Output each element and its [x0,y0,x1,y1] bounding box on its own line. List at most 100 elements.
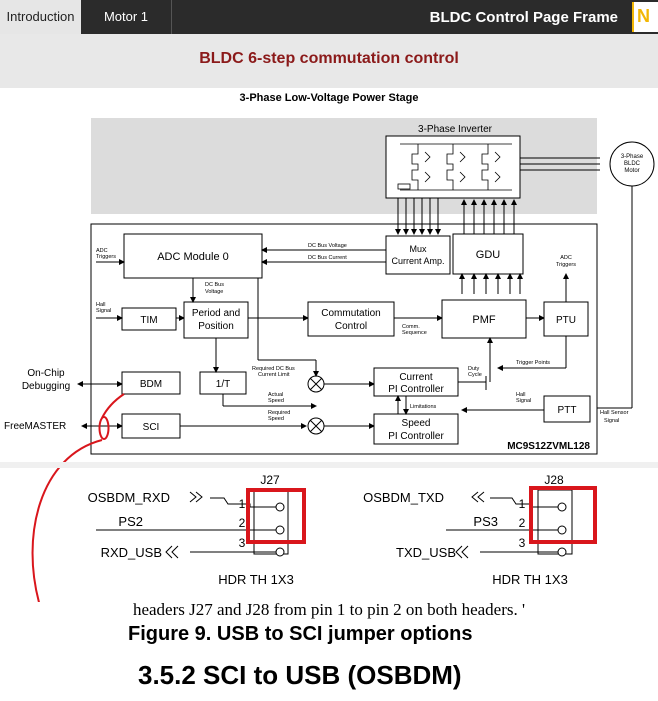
period-position-block [183,301,249,339]
page-header: BLDC 6-step commutation control [0,34,658,88]
adc-module-label: ADC Module 0 [157,251,229,263]
current-pi-label-2: PI Controller [388,384,444,395]
section-heading: 3.5.2 SCI to USB (OSBDM) [138,660,462,690]
required-speed-label-2: Speed [268,416,284,422]
j28-pin3-num: 3 [519,536,526,550]
j28-pin2-net: PS3 [473,514,498,529]
inverter-label: 3-Phase Inverter [418,124,493,135]
freemaster-highlight-ellipse [98,416,110,440]
j28-pin2-num: 2 [519,516,526,530]
req-dc-bus-current-limit-2: Current Limit [258,372,290,378]
duty-cycle-label-1: Duty [468,366,480,372]
j28-pin1-num: 1 [519,497,526,511]
j28-pin1-net: OSBDM_TXD [363,490,444,505]
speed-pi-block [373,413,459,445]
j28-body [537,489,573,555]
motor-label-1: 3-Phase [621,154,644,160]
j28-pin3-net: TXD_USB [396,545,456,560]
j28-header-type: HDR TH 1X3 [492,572,568,587]
adc-triggers-in-label-1: ADC [96,248,108,254]
motor-label-3: Motor [624,168,639,174]
j27-name: J27 [260,473,280,487]
j27-pin3-num: 3 [239,536,246,550]
current-pi-label-1: Current [399,372,433,383]
j27-body [253,489,289,555]
block-diagram: 3-Phase Inverter 3-Phase BLDC Motor MC9S… [4,118,655,602]
position-label: Position [198,321,234,332]
section-divider [0,462,658,468]
adc-triggers-in-label-2: Triggers [96,254,116,260]
dc-bus-current-label: DC Bus Current [308,255,347,261]
period-label: Period and [192,308,240,319]
j27-highlight-box [246,488,306,544]
on-chip-debugging-label-2: Debugging [22,381,70,392]
logo-letter: N [637,6,650,26]
speed-pi-label-1: Speed [402,418,431,429]
gdu-block [452,233,524,275]
ptt-label: PTT [558,405,577,416]
required-speed-label-1: Required [268,410,290,416]
j27-pin3-net: RXD_USB [101,545,162,560]
inverter-switches-icon [397,143,512,191]
control-label: Control [335,321,367,332]
j27-header-type: HDR TH 1X3 [218,572,294,587]
pmf-label: PMF [472,314,496,326]
ptt-block [543,395,591,423]
chip-label: MC9S12ZVML128 [507,441,590,452]
freemaster-label: FreeMASTER [4,421,66,432]
j27-schematic: J27 OSBDM_RXD PS2 RXD_USB 1 2 3 HDR TH 1… [88,473,306,587]
dc-bus-voltage-small-1: DC Bus [205,282,224,288]
j28-name: J28 [544,473,564,487]
j28-schematic: J28 OSBDM_TXD PS3 TXD_USB 1 2 3 HDR TH 1… [363,473,597,587]
sci-block [121,413,181,439]
gdu-label: GDU [476,249,501,261]
bdm-label: BDM [140,379,162,390]
top-bar: Introduction Motor 1 BLDC Control Page F… [0,0,658,34]
on-chip-debugging-label-1: On-Chip [27,368,65,379]
limitations-label: Limitations [410,404,437,410]
hall-sensor-signal-label-2: Signal [604,418,619,424]
hall-signal-label-2: Signal [96,308,111,314]
dc-bus-voltage-label: DC Bus Voltage [308,243,347,249]
dc-bus-voltage-small-2: Voltage [205,289,223,295]
pmf-block [441,299,527,339]
document-partial-line: headers J27 and J28 from pin 1 to pin 2 … [132,600,526,619]
tab-motor-1[interactable]: Motor 1 [81,0,172,34]
commutation-label: Commutation [321,308,380,319]
duty-cycle-label-2: Cycle [468,372,482,378]
j27-pin1-net: OSBDM_RXD [88,490,170,505]
mux-label: Mux [409,244,427,254]
diagram-title: 3-Phase Low-Voltage Power Stage [239,92,419,104]
page-frame-title: BLDC Control Page Frame [429,9,618,26]
actual-speed-label-1: Actual [268,392,283,398]
hall-signal-2-label-1: Hall [516,392,525,398]
motor-label-2: BLDC [624,161,641,167]
tim-label: TIM [140,315,157,326]
page-title: BLDC 6-step commutation control [199,50,459,67]
red-annotation-curve [31,439,103,602]
j27-pin2-net: PS2 [118,514,143,529]
trigger-points-label: Trigger Points [516,360,550,366]
j28-highlight-box [529,486,597,544]
one-over-t-label: 1/T [216,379,230,390]
speed-pi-label-2: PI Controller [388,431,444,442]
adc-module-block [123,233,263,279]
ptu-label: PTU [556,315,576,326]
j27-pin2-num: 2 [239,516,246,530]
tab-introduction[interactable]: Introduction [0,0,81,34]
comm-sequence-label-2: Sequence [402,330,427,336]
actual-speed-label-2: Speed [268,398,284,404]
figure-caption: Figure 9. USB to SCI jumper options [128,623,473,645]
current-amp-label: Current Amp. [391,256,444,266]
sci-label: SCI [143,422,160,433]
hall-sensor-signal-label-1: Hall Sensor [600,410,629,416]
ptu-block [543,301,589,337]
bdm-block [121,371,181,395]
mux-current-amp-block [385,235,451,275]
adc-triggers-out-label-1: ADC [560,255,572,261]
commutation-control-block [307,301,395,337]
hall-signal-label-1: Hall [96,302,105,308]
j27-pin1-num: 1 [239,497,246,511]
comm-sequence-label-1: Comm. [402,324,420,330]
hall-signal-2-label-2: Signal [516,398,531,404]
